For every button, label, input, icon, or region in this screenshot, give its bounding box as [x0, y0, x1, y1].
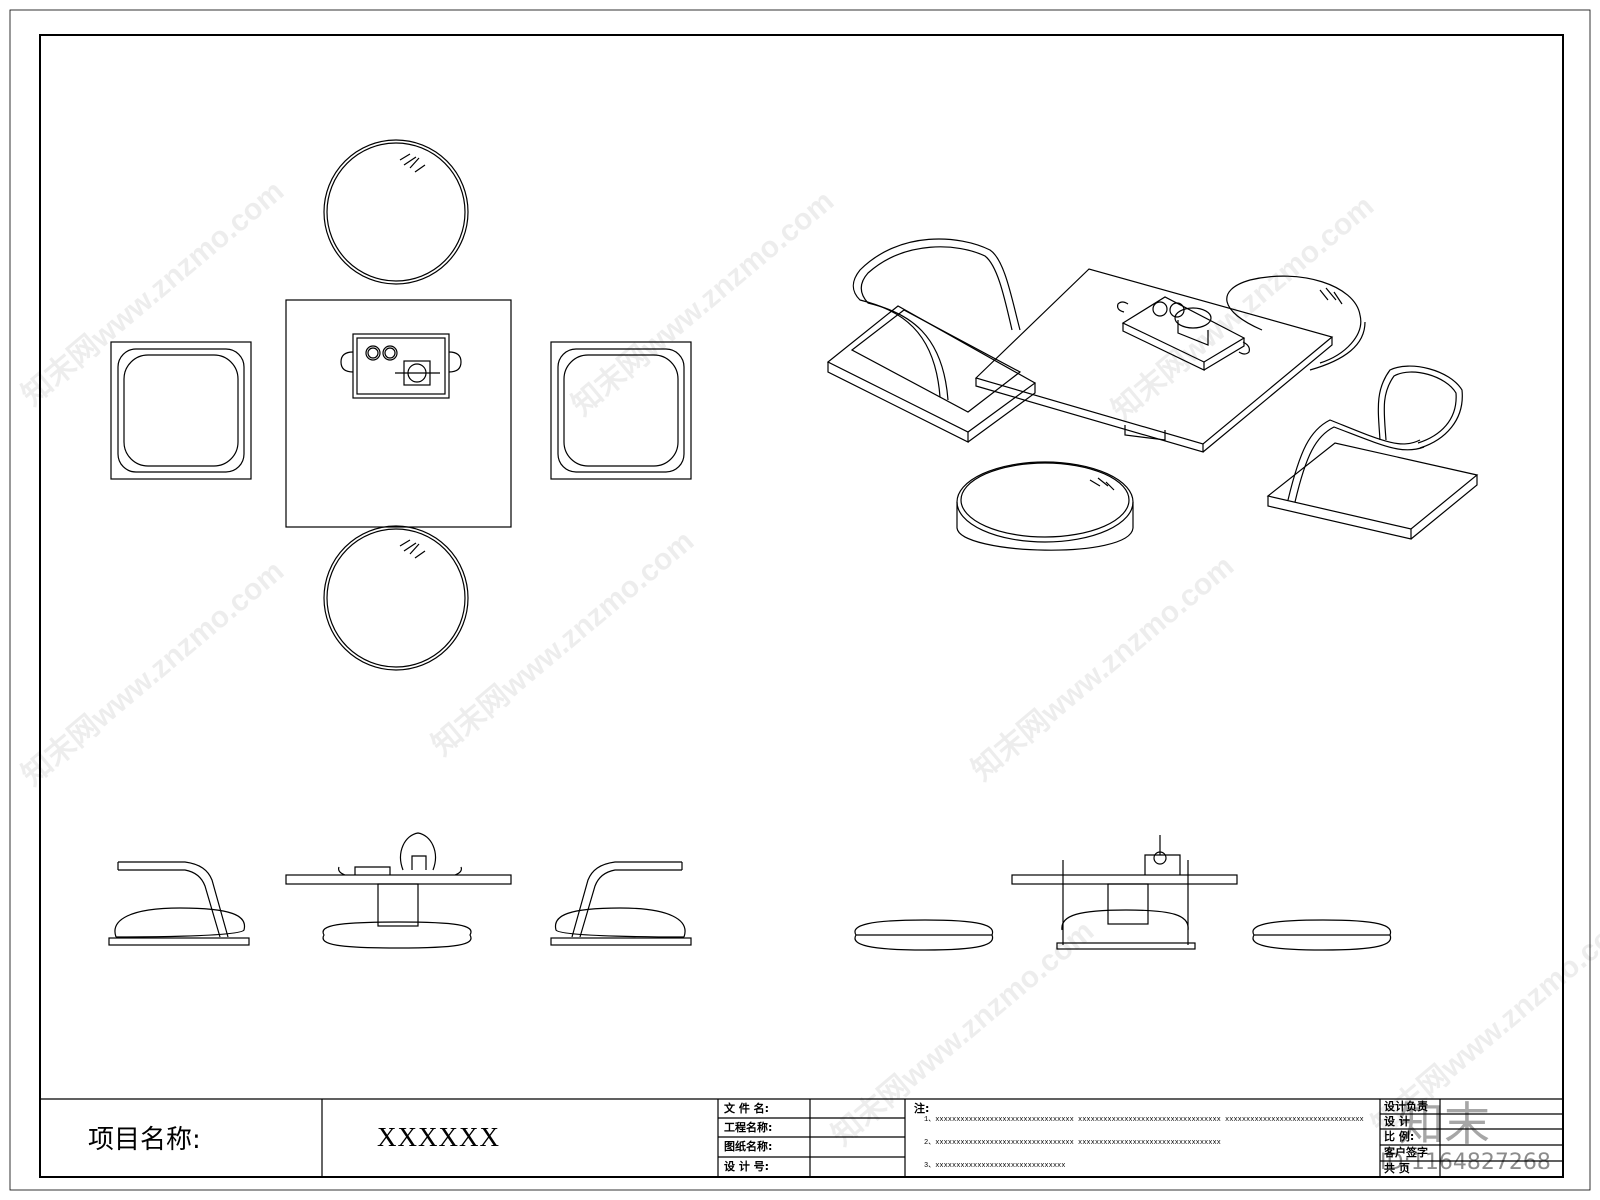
- field-page-count: 共 页: [1384, 1162, 1410, 1175]
- elev-table: [285, 832, 512, 949]
- elev-table-side: [1011, 835, 1238, 950]
- sheet-inner-border: [39, 34, 1564, 1178]
- sheet-outer-border: [9, 9, 1591, 1191]
- iso-tea-tray: [1117, 296, 1250, 371]
- field-project-name: 工程名称:: [724, 1121, 773, 1134]
- field-design-lead: 设计负责: [1384, 1100, 1428, 1113]
- plan-cushion-bottom: [323, 525, 469, 671]
- iso-chair-left: [826, 238, 1037, 443]
- field-drawing-name: 图纸名称:: [724, 1140, 773, 1153]
- plan-table: [285, 299, 512, 528]
- iso-view: [826, 238, 1479, 551]
- plan-tea-tray: [340, 333, 462, 399]
- field-file-name: 文 件 名:: [724, 1102, 770, 1115]
- side-elevation: [854, 835, 1392, 951]
- note-line-2: 2、xxxxxxxxxxxxxxxxxxxxxxxxxxxxxxxxx xxxx…: [924, 1139, 1221, 1147]
- brand-watermark: 知末: [1398, 1097, 1490, 1151]
- iso-table: [974, 268, 1334, 453]
- notes-label: 注:: [914, 1102, 930, 1115]
- project-name-label: 项目名称:: [88, 1125, 201, 1155]
- note-line-1: 1、xxxxxxxxxxxxxxxxxxxxxxxxxxxxxxxxx xxxx…: [924, 1116, 1364, 1124]
- elev-chair-right: [550, 861, 692, 946]
- field-designer: 设 计: [1384, 1115, 1410, 1128]
- elev-chair-left: [108, 861, 250, 946]
- plan-cushion-top: [323, 139, 469, 285]
- title-block: [40, 1098, 1563, 1177]
- elev-cushion-left: [854, 919, 994, 951]
- elev-cushion-right: [1252, 919, 1392, 951]
- field-client-signature: 客户签字: [1384, 1146, 1428, 1159]
- iso-cushion-back: [1226, 275, 1366, 371]
- iso-chair-right: [1266, 365, 1479, 540]
- iso-cushion-front: [956, 461, 1134, 551]
- plan-chair-right: [550, 341, 692, 480]
- field-scale: 比 例:: [1384, 1130, 1415, 1143]
- field-design-number: 设 计 号:: [724, 1160, 770, 1173]
- project-name-value: XXXXXX: [377, 1122, 500, 1152]
- id-watermark: ID:1164827268: [1380, 1150, 1551, 1175]
- front-elevation: [108, 832, 692, 949]
- plan-view: [110, 139, 692, 671]
- note-line-3: 3、xxxxxxxxxxxxxxxxxxxxxxxxxxxxxxx: [924, 1162, 1066, 1170]
- plan-chair-left: [110, 341, 252, 480]
